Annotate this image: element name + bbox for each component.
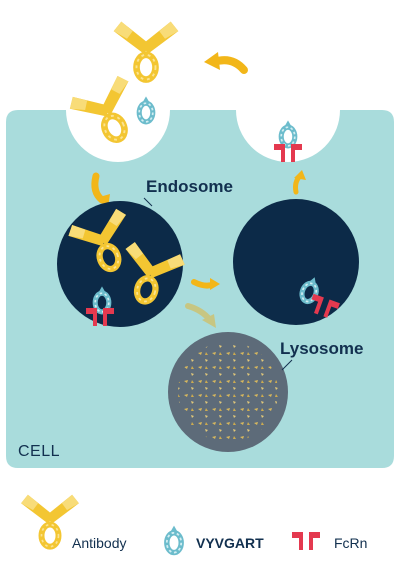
membrane-vyvgart xyxy=(281,120,295,145)
endosome-right xyxy=(233,199,359,325)
fcrn-icon xyxy=(292,532,320,550)
pocket-vyvgart xyxy=(139,96,153,122)
lysosome-label: Lysosome xyxy=(280,339,363,358)
free-antibody xyxy=(114,22,179,80)
lysosome-fragments xyxy=(178,342,278,442)
antibody-icon xyxy=(21,495,79,547)
legend-fcrn-label: FcRn xyxy=(334,535,367,551)
curved-arrow-icon xyxy=(191,278,220,290)
curved-arrow-icon xyxy=(204,52,248,74)
vyvgart-icon xyxy=(167,526,181,553)
legend: Antibody VYVGART FcRn xyxy=(21,495,367,553)
curved-arrow-icon xyxy=(293,170,306,195)
legend-antibody-label: Antibody xyxy=(72,535,126,551)
legend-vyvgart-label: VYVGART xyxy=(196,535,264,551)
curved-arrow-icon xyxy=(185,303,216,328)
endosome-label: Endosome xyxy=(146,177,233,196)
cell-label: CELL xyxy=(18,443,60,460)
endosome-pointer xyxy=(143,197,153,207)
lysosome-pointer xyxy=(281,359,293,371)
pocket-antibody xyxy=(66,73,149,153)
